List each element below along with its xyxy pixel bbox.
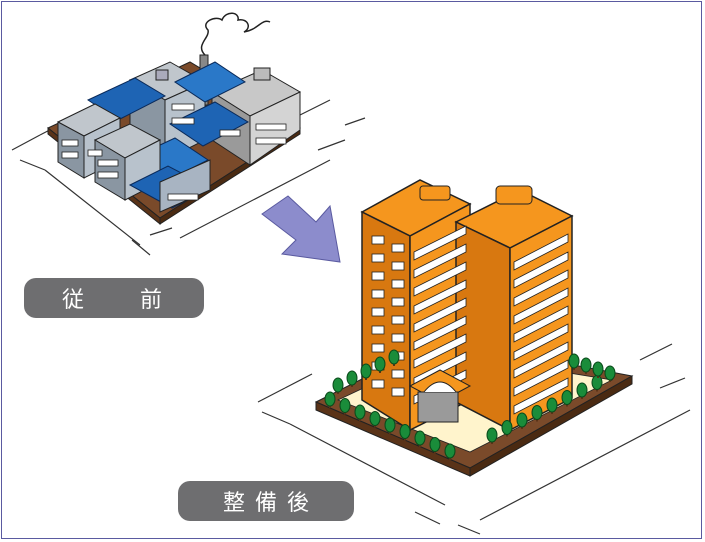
label-before: 従 前 [24,278,204,318]
window [391,369,405,379]
tree [339,398,351,415]
window-band [413,243,467,279]
tree [360,363,372,380]
window-band [513,377,569,415]
tree [592,361,604,378]
tree [516,412,528,429]
label-before-char-2: 前 [139,288,166,313]
tower-illustration [314,179,634,477]
tree [486,427,498,444]
window [371,289,385,299]
tree [580,357,592,374]
tree [568,353,580,370]
window-band [413,225,467,261]
window-band [513,341,569,379]
tree [346,370,358,387]
tree [429,437,441,454]
tree [576,382,588,399]
tree [604,365,616,382]
tree [369,411,381,428]
tree [384,417,396,434]
window [391,315,405,325]
window [371,253,385,263]
factory-illustration [47,12,302,226]
tree [546,397,558,414]
smoke [200,12,271,56]
window-band [413,261,467,297]
window [391,279,405,289]
window-band [413,297,467,333]
tree [332,377,344,394]
window-band [513,287,569,325]
window-band [513,269,569,307]
window [391,333,405,343]
tree [374,356,386,373]
window-band [513,233,569,271]
window [371,235,385,245]
window [371,379,385,389]
tree [501,420,513,437]
window-band [413,279,467,315]
tree [324,391,336,408]
window-band [513,323,569,361]
window-band [513,305,569,343]
tree-row [324,349,616,460]
label-before-char-1: 従 [62,288,89,313]
tree [444,443,456,460]
label-after: 整備後 [178,481,354,521]
window [371,307,385,317]
window [391,387,405,397]
tree [354,404,366,421]
transition-arrow [261,195,341,263]
road-lines-after [257,343,691,535]
window [391,243,405,253]
window-band [513,359,569,397]
window [371,325,385,335]
tree [531,405,543,422]
window-band [413,315,467,351]
window [391,261,405,271]
window [391,297,405,307]
tree [388,349,400,366]
window-band [513,251,569,289]
tree [561,390,573,407]
window [371,271,385,281]
window-band [413,333,467,369]
tree [414,430,426,447]
window [371,343,385,353]
tree [399,424,411,441]
